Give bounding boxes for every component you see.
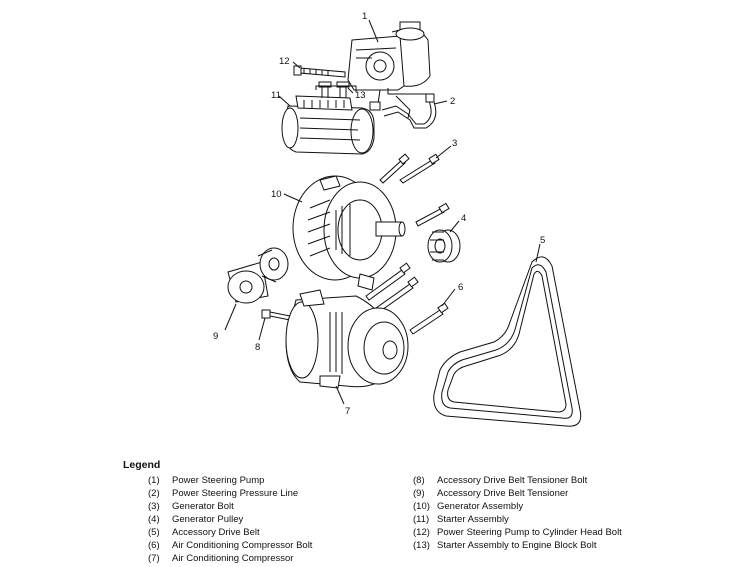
generator-bolts (379, 153, 450, 227)
legend-item-label: Power Steering Pump to Cylinder Head Bol… (437, 527, 622, 538)
legend-item: (8) Accessory Drive Belt Tensioner Bolt (413, 474, 622, 487)
callout-1: 1 (362, 11, 367, 22)
legend-item-number: (6) (148, 540, 160, 551)
leader-lines (224, 19, 541, 405)
legend-item: (12) Power Steering Pump to Cylinder Head… (413, 526, 622, 539)
legend-item-label: Air Conditioning Compressor Bolt (172, 540, 313, 551)
starter-assembly (281, 95, 375, 155)
legend-item-label: Starter Assembly (437, 514, 509, 525)
callout-11: 11 (271, 90, 281, 101)
belt-tensioner (227, 247, 289, 304)
legend-item-label: Generator Pulley (172, 514, 244, 525)
callout-5: 5 (540, 235, 545, 246)
callout-4: 4 (461, 213, 466, 224)
legend-item-label: Accessory Drive Belt Tensioner Bolt (437, 475, 588, 486)
exploded-parts-diagram: 1 2 3 4 5 6 7 8 9 10 11 12 13 (213, 11, 582, 427)
callout-6: 6 (458, 282, 463, 293)
legend-item-number: (11) (413, 514, 430, 525)
legend-item-number: (4) (148, 514, 160, 525)
callout-labels: 1 2 3 4 5 6 7 8 9 10 11 12 13 (213, 11, 545, 417)
legend-title: Legend (123, 459, 161, 471)
ac-compressor-bolts (365, 262, 449, 335)
ac-compressor (285, 289, 409, 389)
legend-item: (3) Generator Bolt (148, 500, 312, 513)
legend-item-label: Generator Assembly (437, 501, 524, 512)
legend-item: (5) Accessory Drive Belt (148, 526, 312, 539)
legend-item-number: (12) (413, 527, 430, 538)
callout-12: 12 (279, 56, 290, 67)
legend-item-label: Starter Assembly to Engine Block Bolt (437, 540, 597, 551)
legend-item: (13) Starter Assembly to Engine Block Bol… (413, 539, 622, 552)
callout-8: 8 (255, 342, 260, 353)
callout-7: 7 (345, 406, 350, 417)
callout-2: 2 (450, 96, 455, 107)
accessory-drive-belt (433, 256, 582, 427)
legend-item-label: Power Steering Pressure Line (172, 488, 299, 499)
legend-item-number: (5) (148, 527, 160, 538)
legend-item: (1) Power Steering Pump (148, 474, 312, 487)
legend-item: (6) Air Conditioning Compressor Bolt (148, 539, 312, 552)
legend-item-number: (1) (148, 475, 160, 486)
generator-pulley (427, 229, 461, 263)
callout-10: 10 (271, 189, 282, 200)
legend-column-left: (1) Power Steering Pump (2) Power Steering… (148, 474, 312, 565)
power-steering-pump (347, 21, 431, 91)
legend-item-number: (13) (413, 540, 430, 551)
legend-item-number: (9) (413, 488, 425, 499)
legend-item-number: (8) (413, 475, 425, 486)
legend-item-label: Power Steering Pump (172, 475, 265, 486)
legend-item: (7) Air Conditioning Compressor (148, 552, 312, 565)
generator-assembly (292, 175, 406, 291)
legend-item: (10) Generator Assembly (413, 500, 622, 513)
legend-item: (9) Accessory Drive Belt Tensioner (413, 487, 622, 500)
callout-3: 3 (452, 138, 457, 149)
legend-item-label: Accessory Drive Belt (172, 527, 260, 538)
legend-column-right: (8) Accessory Drive Belt Tensioner Bolt (… (413, 474, 622, 552)
legend-item-number: (2) (148, 488, 160, 499)
legend-item-number: (3) (148, 501, 160, 512)
legend-item-label: Generator Bolt (172, 501, 234, 512)
ps-pressure-line (369, 88, 437, 129)
legend-item-label: Air Conditioning Compressor (172, 553, 294, 564)
legend-item-number: (7) (148, 553, 160, 564)
legend-item-label: Accessory Drive Belt Tensioner (437, 488, 569, 499)
legend-item: (11) Starter Assembly (413, 513, 622, 526)
callout-9: 9 (213, 331, 218, 342)
starter-bolts (315, 81, 357, 98)
callout-13: 13 (355, 90, 366, 101)
ps-pump-bolt (293, 65, 346, 78)
tensioner-bolt (261, 309, 291, 321)
legend-item: (2) Power Steering Pressure Line (148, 487, 312, 500)
legend-item-number: (10) (413, 501, 430, 512)
legend-item: (4) Generator Pulley (148, 513, 312, 526)
